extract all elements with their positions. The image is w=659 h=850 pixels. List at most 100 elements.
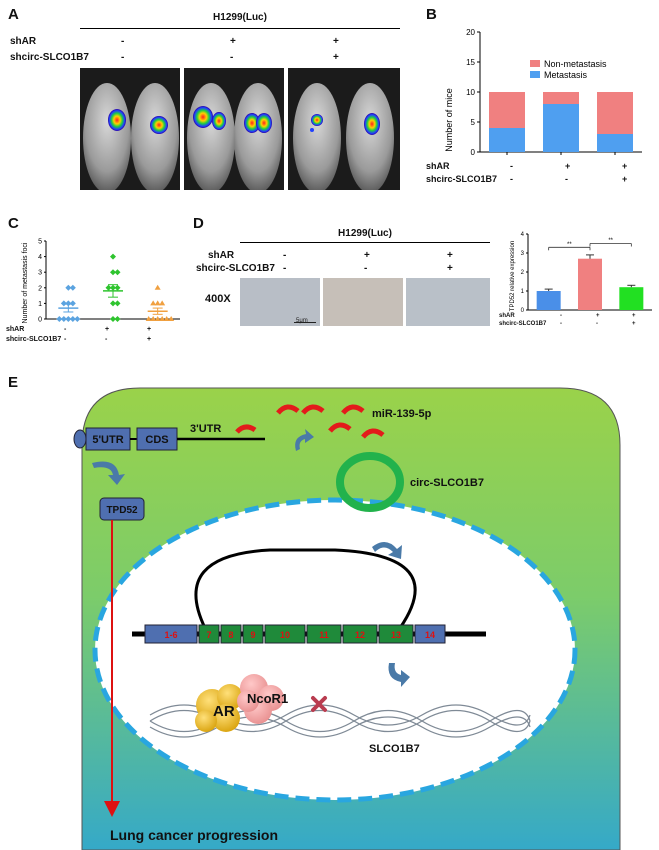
y-tick-label: 4 xyxy=(38,254,42,261)
exon xyxy=(342,624,378,644)
panel-d-sign: + xyxy=(364,250,370,261)
panel-a-title: H1299(Luc) xyxy=(213,12,267,23)
data-point xyxy=(114,316,121,322)
data-point xyxy=(154,284,161,290)
panel-c-sign: - xyxy=(64,326,67,333)
panel-d-bar-row1-label: shAR xyxy=(499,313,515,319)
y-tick-label: 1 xyxy=(38,301,42,308)
panel-b-sign: + xyxy=(622,161,628,171)
panel-d-title: H1299(Luc) xyxy=(338,228,392,239)
y-tick-label: 0 xyxy=(38,317,42,324)
mirna-label: miR-139-5p xyxy=(372,408,432,420)
mirna xyxy=(361,428,385,439)
data-point xyxy=(69,316,76,322)
panel-d-sign: + xyxy=(447,250,453,261)
legend-label: Metastasis xyxy=(544,70,588,80)
panel-a-sign: + xyxy=(333,52,339,63)
panel-c-sign: + xyxy=(147,326,152,333)
panel-a-sign: + xyxy=(230,36,236,47)
mirna xyxy=(276,404,300,415)
y-tick-label: 5 xyxy=(471,118,476,127)
mirna xyxy=(301,404,325,415)
data-point xyxy=(154,316,161,321)
sig-label: ** xyxy=(608,238,613,244)
ihc-image-3 xyxy=(406,278,490,326)
backsplice-arrow xyxy=(372,541,402,559)
panel-d-bar-sign: - xyxy=(596,321,598,327)
chart-b-ylabel: Number of mice xyxy=(444,88,454,152)
panel-label-d: D xyxy=(193,215,204,232)
data-point xyxy=(110,253,116,260)
exon-label: 13 xyxy=(391,630,401,640)
bar xyxy=(578,258,602,310)
bar-metastasis xyxy=(489,128,525,152)
data-point xyxy=(150,316,157,321)
sig-label: ** xyxy=(567,242,572,248)
panel-d-bar-sign: + xyxy=(632,313,636,319)
tpd52-box xyxy=(99,497,145,521)
translation-arrow xyxy=(92,461,125,485)
y-tick-label: 0 xyxy=(521,308,525,314)
ar-label: AR xyxy=(213,703,235,720)
panel-label-b: B xyxy=(426,6,437,23)
bar-metastasis xyxy=(543,104,579,152)
circ-rna xyxy=(336,452,404,512)
data-point xyxy=(110,300,116,307)
panel-c-row2-label: shcirc-SLCO1B7 xyxy=(6,336,62,343)
panel-d-bar-sign: - xyxy=(560,313,562,319)
panel-label-c: C xyxy=(8,215,19,232)
panel-d-bar-sign: - xyxy=(560,321,562,327)
y-tick-label: 4 xyxy=(521,232,525,238)
luc-signal xyxy=(150,116,168,134)
exon xyxy=(198,624,220,644)
utr3-label: 3'UTR xyxy=(190,423,221,435)
panel-b-sign: - xyxy=(510,161,513,171)
exon-label: 11 xyxy=(319,630,329,640)
panel-d-sign: - xyxy=(364,263,368,274)
bar-non-metastasis xyxy=(597,92,633,134)
exon-label: 9 xyxy=(250,630,255,640)
data-point xyxy=(145,316,152,321)
panel-c-sign: + xyxy=(105,326,110,333)
exon xyxy=(220,624,242,644)
panel-d-bar-sign: + xyxy=(632,321,636,327)
data-point xyxy=(60,316,67,322)
data-point xyxy=(150,300,157,306)
data-point xyxy=(154,300,161,306)
utr5-label: 5'UTR xyxy=(92,434,123,446)
ihc-image-1: 5μm xyxy=(240,278,320,326)
panel-c-row1-label: shAR xyxy=(6,326,25,333)
scalebar xyxy=(294,322,316,323)
panel-d-sign: - xyxy=(283,263,287,274)
bioluminescence-images xyxy=(80,68,400,190)
exon xyxy=(264,624,306,644)
chart-b-bars xyxy=(489,92,633,152)
y-tick-label: 5 xyxy=(38,239,42,246)
data-point xyxy=(159,316,166,321)
schematic-e: 5'UTR CDS 3'UTR miR-139-5p circ-SLCO1B7 … xyxy=(73,387,621,850)
ncor1-label: NcoR1 xyxy=(247,691,288,706)
panel-d-bar-row2-label: shcirc-SLCO1B7 xyxy=(499,321,547,327)
data-point xyxy=(69,300,76,307)
chart-c-points xyxy=(56,253,175,322)
panel-a-rule xyxy=(80,28,400,29)
panel-b-sign: - xyxy=(565,174,568,184)
data-point xyxy=(65,316,72,322)
y-tick-label: 2 xyxy=(38,285,42,292)
gene-label: SLCO1B7 xyxy=(369,743,420,755)
y-tick-label: 20 xyxy=(466,28,475,37)
exon xyxy=(378,624,414,644)
chart-d-bars: ** ** xyxy=(536,238,644,310)
bar-non-metastasis xyxy=(489,92,525,128)
data-point xyxy=(114,269,121,276)
circ-label: circ-SLCO1B7 xyxy=(410,477,484,489)
data-point xyxy=(110,316,116,322)
y-tick-label: 3 xyxy=(521,251,525,257)
data-point xyxy=(110,269,116,276)
mirna xyxy=(328,422,352,433)
bar xyxy=(536,291,561,310)
chart-c-ylabel: Number of metastasis foci xyxy=(22,242,29,323)
panel-b-sign: - xyxy=(510,174,513,184)
